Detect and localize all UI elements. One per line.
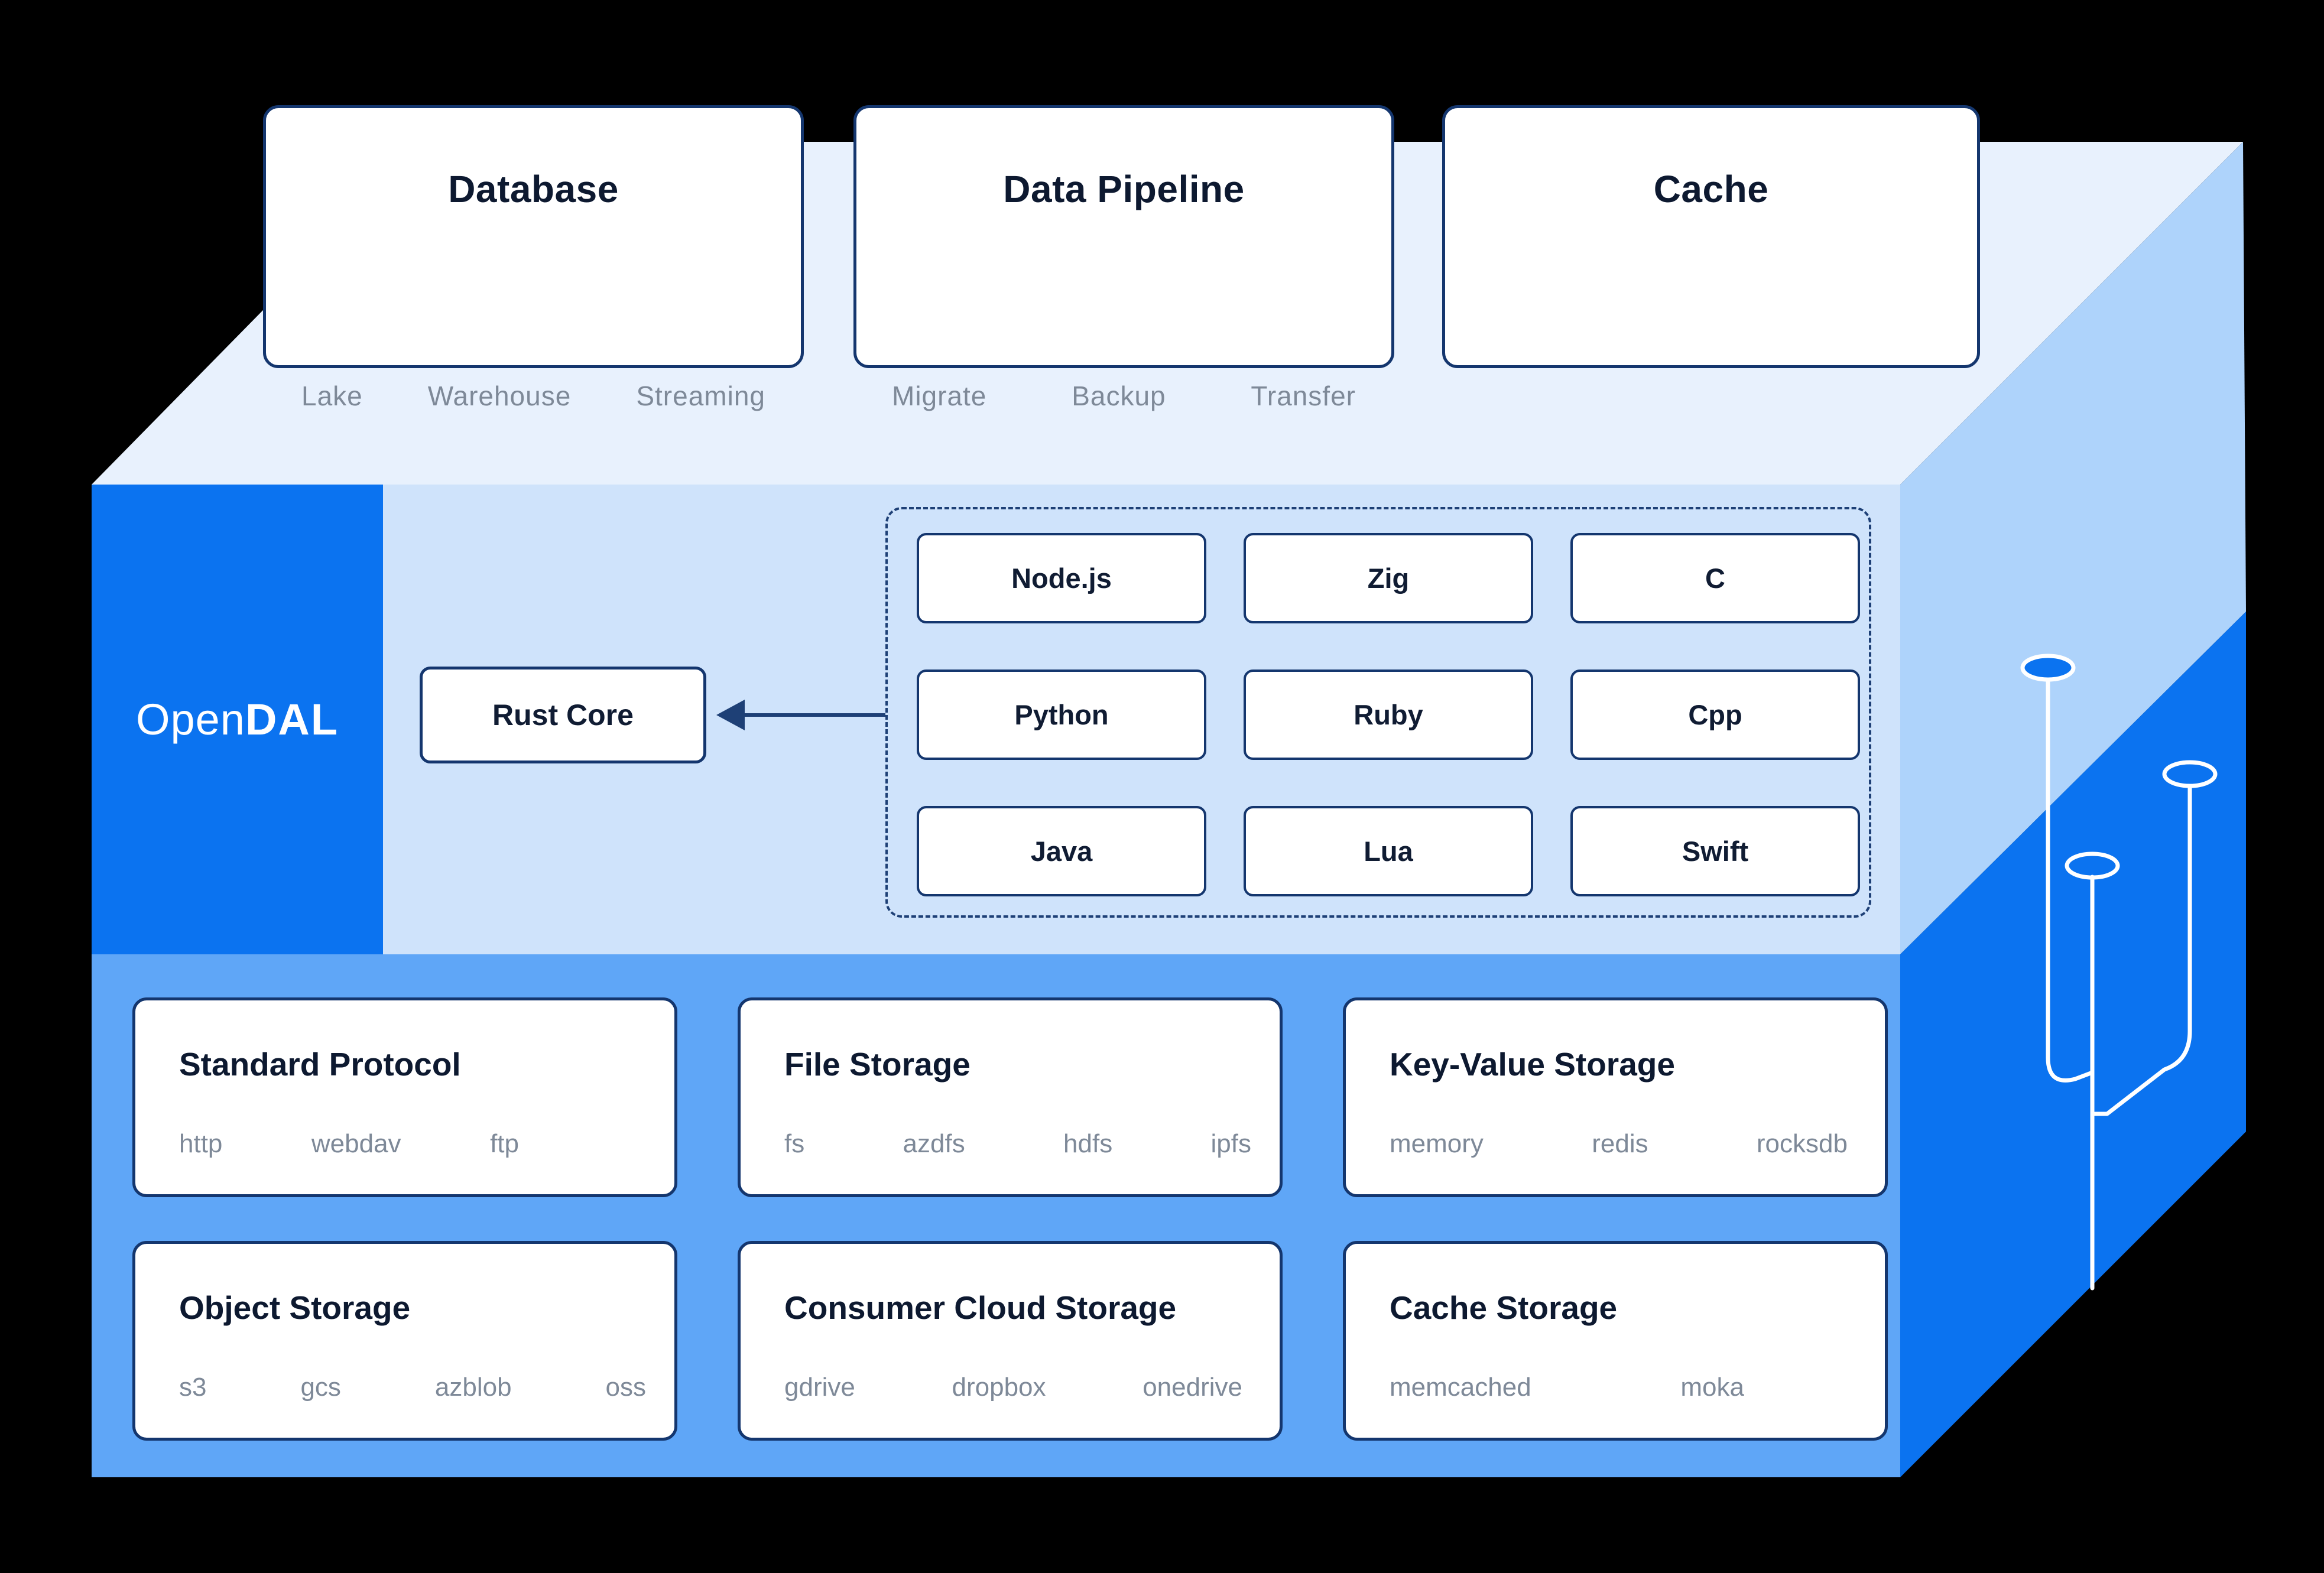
service-rocksdb: rocksdb bbox=[1756, 1129, 1848, 1158]
binding-cell-java: Java bbox=[917, 806, 1206, 896]
language-bindings-container bbox=[885, 507, 1871, 918]
cache-storage-title: Cache Storage bbox=[1390, 1289, 1618, 1326]
service-webdav: webdav bbox=[311, 1129, 401, 1158]
object-storage-items: s3 gcs azblob oss bbox=[179, 1373, 646, 1402]
data-pipeline-card: Data Pipeline Migrate Backup Transfer bbox=[853, 105, 1394, 411]
binding-label: Java bbox=[1030, 836, 1093, 867]
rust-core-label: Rust Core bbox=[492, 698, 634, 732]
binding-label: Cpp bbox=[1688, 699, 1742, 730]
key-value-storage-items: memory redis rocksdb bbox=[1390, 1129, 1848, 1159]
service-memcached: memcached bbox=[1390, 1373, 1531, 1402]
service-fs: fs bbox=[784, 1129, 805, 1158]
service-http: http bbox=[179, 1129, 223, 1158]
binding-label: C bbox=[1705, 563, 1725, 594]
binding-cell-zig: Zig bbox=[1244, 533, 1533, 623]
standard-protocol-card: Standard Protocol http webdav ftp bbox=[132, 997, 677, 1197]
service-oss: oss bbox=[605, 1373, 646, 1402]
rust-core-box: Rust Core bbox=[420, 667, 706, 763]
opendal-logo-dal: DAL bbox=[245, 695, 339, 744]
cache-storage-card: Cache Storage memcached moka bbox=[1343, 1241, 1888, 1441]
opendal-logo: OpenDAL bbox=[136, 694, 339, 745]
data-pipeline-card-items: Migrate Backup Transfer bbox=[892, 380, 1356, 412]
database-item-warehouse: Warehouse bbox=[427, 381, 572, 411]
binding-cell-swift: Swift bbox=[1570, 806, 1860, 896]
data-pipeline-card-title: Data Pipeline bbox=[1003, 168, 1245, 210]
binding-cell-cpp: Cpp bbox=[1570, 670, 1860, 760]
binding-label: Python bbox=[1014, 699, 1109, 730]
binding-label: Ruby bbox=[1353, 699, 1423, 730]
service-s3: s3 bbox=[179, 1373, 207, 1402]
service-ipfs: ipfs bbox=[1210, 1129, 1251, 1158]
binding-label: Zig bbox=[1367, 563, 1410, 594]
language-bindings-grid: Node.js Zig C Python Ruby Cpp Java Lua S… bbox=[917, 533, 1860, 896]
pin-b-icon bbox=[2065, 852, 2120, 880]
standard-protocol-title: Standard Protocol bbox=[179, 1046, 461, 1083]
service-dropbox: dropbox bbox=[952, 1373, 1046, 1402]
database-item-lake: Lake bbox=[301, 381, 363, 411]
file-storage-items: fs azdfs hdfs ipfs bbox=[784, 1129, 1251, 1159]
opendal-brand-panel: OpenDAL bbox=[92, 485, 383, 954]
cache-card: Cache bbox=[1442, 105, 1980, 368]
service-azdfs: azdfs bbox=[903, 1129, 965, 1158]
box-side-face-upper bbox=[1900, 142, 2246, 954]
key-value-storage-card: Key-Value Storage memory redis rocksdb bbox=[1343, 997, 1888, 1197]
object-storage-title: Object Storage bbox=[179, 1289, 411, 1326]
service-gdrive: gdrive bbox=[784, 1373, 855, 1402]
box-side-face-lower bbox=[1900, 612, 2246, 1477]
service-gcs: gcs bbox=[300, 1373, 341, 1402]
service-onedrive: onedrive bbox=[1142, 1373, 1242, 1402]
file-storage-title: File Storage bbox=[784, 1046, 971, 1083]
binding-label: Swift bbox=[1682, 836, 1749, 867]
pipeline-item-backup: Backup bbox=[1072, 381, 1166, 411]
binding-cell-python: Python bbox=[917, 670, 1206, 760]
cache-card-title: Cache bbox=[1653, 168, 1769, 210]
binding-cell-lua: Lua bbox=[1244, 806, 1533, 896]
database-item-streaming: Streaming bbox=[636, 381, 765, 411]
service-ftp: ftp bbox=[490, 1129, 519, 1158]
binding-label: Lua bbox=[1364, 836, 1413, 867]
pin-c-icon bbox=[2162, 760, 2218, 788]
pipeline-item-transfer: Transfer bbox=[1251, 381, 1356, 411]
cache-storage-items: memcached moka bbox=[1390, 1373, 1744, 1402]
file-storage-card: File Storage fs azdfs hdfs ipfs bbox=[738, 997, 1283, 1197]
circuit-lines-decoration bbox=[2020, 654, 2218, 1291]
database-card: Database Lake Warehouse Streaming bbox=[263, 105, 804, 411]
consumer-cloud-storage-items: gdrive dropbox onedrive bbox=[784, 1373, 1242, 1402]
service-redis: redis bbox=[1592, 1129, 1648, 1158]
opendal-logo-open: Open bbox=[135, 695, 245, 744]
service-memory: memory bbox=[1390, 1129, 1484, 1158]
pin-a-wire bbox=[2046, 677, 2095, 1083]
service-azblob: azblob bbox=[434, 1373, 512, 1402]
bindings-to-core-arrow-icon bbox=[716, 700, 885, 730]
database-card-items: Lake Warehouse Streaming bbox=[301, 380, 765, 412]
service-moka: moka bbox=[1680, 1373, 1744, 1402]
object-storage-card: Object Storage s3 gcs azblob oss bbox=[132, 1241, 677, 1441]
database-card-title: Database bbox=[448, 168, 619, 210]
consumer-cloud-storage-title: Consumer Cloud Storage bbox=[784, 1289, 1177, 1326]
pipeline-item-migrate: Migrate bbox=[892, 381, 987, 411]
pin-c-wire bbox=[2090, 784, 2192, 1116]
key-value-storage-title: Key-Value Storage bbox=[1390, 1046, 1675, 1083]
standard-protocol-items: http webdav ftp bbox=[179, 1129, 519, 1159]
binding-cell-nodejs: Node.js bbox=[917, 533, 1206, 623]
binding-cell-ruby: Ruby bbox=[1244, 670, 1533, 760]
consumer-cloud-storage-card: Consumer Cloud Storage gdrive dropbox on… bbox=[738, 1241, 1283, 1441]
pin-a-icon bbox=[2020, 654, 2076, 682]
binding-label: Node.js bbox=[1011, 563, 1112, 594]
service-hdfs: hdfs bbox=[1063, 1129, 1113, 1158]
binding-cell-c: C bbox=[1570, 533, 1860, 623]
